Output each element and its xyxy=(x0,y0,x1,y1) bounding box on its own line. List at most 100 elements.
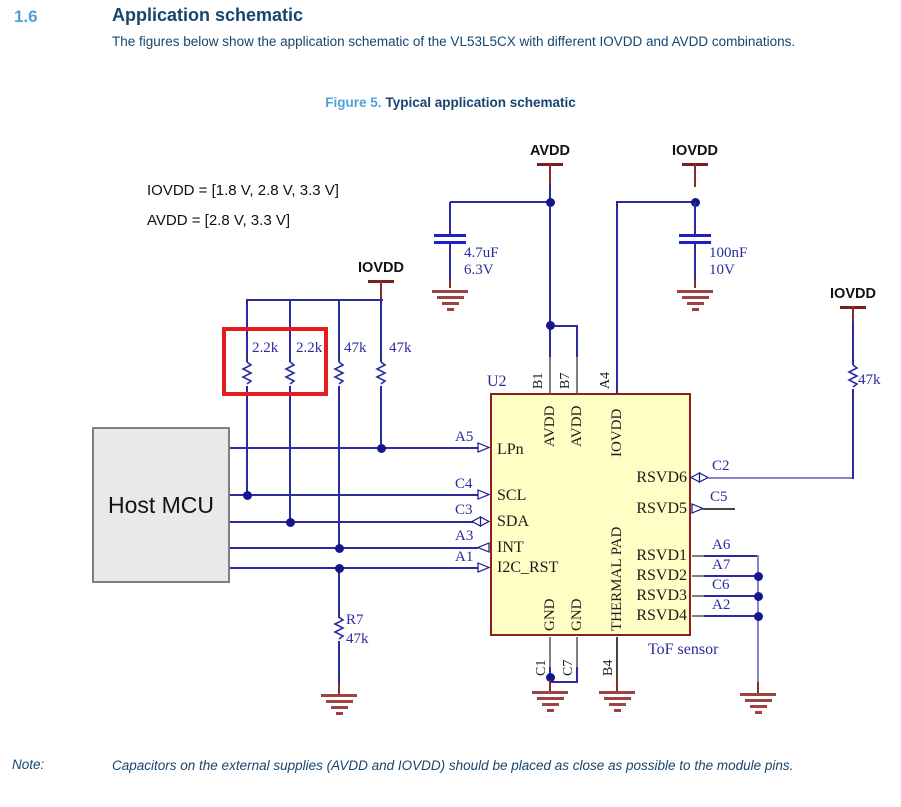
wire xyxy=(694,202,696,234)
wire xyxy=(338,568,340,618)
resistor-zigzag xyxy=(375,361,387,385)
pin-name-rsvd3: RSVD3 xyxy=(636,587,687,604)
resistor-zigzag xyxy=(241,361,253,385)
wire xyxy=(380,280,382,301)
pin-stub xyxy=(576,357,578,393)
pin-designator: B4 xyxy=(601,659,616,676)
wire xyxy=(694,244,696,284)
junction-dot xyxy=(754,592,763,601)
ground-symbol xyxy=(319,694,359,718)
pin-name-rsvd4: RSVD4 xyxy=(636,607,687,624)
pin-designator: A3 xyxy=(455,528,474,544)
pin-name-avdd-b1: AVDD xyxy=(542,405,558,447)
arrow-in-icon xyxy=(477,442,491,453)
pin-name-thermal-pad: THERMAL PAD xyxy=(609,526,625,631)
figure-label: Figure 5. xyxy=(325,95,382,110)
figure-title: Typical application schematic xyxy=(385,95,576,110)
junction-dot xyxy=(335,544,344,553)
resistor-value: 47k xyxy=(389,340,412,356)
ground-symbol xyxy=(530,691,570,715)
resistor-value: 47k xyxy=(858,372,881,388)
section-number: 1.6 xyxy=(14,7,38,26)
wire xyxy=(616,201,618,393)
wire-int xyxy=(230,547,478,549)
pin-name-avdd-b7: AVDD xyxy=(569,405,585,447)
capacitor-plate xyxy=(434,234,466,237)
pin-name-gnd-c1: GND xyxy=(542,598,558,632)
wire xyxy=(852,322,854,365)
ground-symbol xyxy=(430,290,470,314)
resistor-zigzag xyxy=(333,616,345,640)
pin-name-rsvd5: RSVD5 xyxy=(636,500,687,517)
pin-name-lpn: LPn xyxy=(497,441,524,458)
wire-sda xyxy=(230,521,473,523)
wire-scl xyxy=(230,494,478,496)
sensor-chip-body xyxy=(490,393,691,636)
resistor-zigzag xyxy=(284,361,296,385)
wire xyxy=(549,163,551,187)
wire-rsvd1 xyxy=(704,555,759,557)
junction-dot xyxy=(286,518,295,527)
pin-designator: C3 xyxy=(455,502,473,518)
wire xyxy=(246,386,248,496)
resistor-value: 2.2k xyxy=(296,340,323,356)
pin-stub xyxy=(616,637,618,679)
pin-designator: A2 xyxy=(712,597,731,613)
pin-designator: C6 xyxy=(712,577,730,593)
resistor-zigzag xyxy=(333,361,345,385)
junction-dot xyxy=(546,198,555,207)
pin-designator: A4 xyxy=(598,371,613,389)
wire xyxy=(576,325,578,358)
capacitor-value: 100nF xyxy=(709,245,748,261)
arrow-in-icon xyxy=(477,562,491,573)
capacitor-plate xyxy=(679,234,711,237)
pin-name-i2c-rst: I2C_RST xyxy=(497,559,559,576)
wire xyxy=(380,386,382,449)
pin-designator: C2 xyxy=(712,458,730,474)
note-label: Note: xyxy=(12,757,45,772)
wire xyxy=(450,201,551,203)
pin-designator: C7 xyxy=(561,659,576,676)
wire xyxy=(852,306,854,324)
wire xyxy=(549,325,578,327)
resistor-value: 2.2k xyxy=(252,340,279,356)
pin-name-iovdd-a4: IOVDD xyxy=(609,408,625,457)
wire xyxy=(549,667,551,677)
resistor-refdes: R7 xyxy=(346,612,364,628)
wire xyxy=(338,386,340,549)
wire xyxy=(576,667,578,683)
pin-name-sda: SDA xyxy=(497,513,530,530)
wire-lpn xyxy=(230,447,478,449)
pin-designator: C4 xyxy=(455,476,473,492)
note-text: Capacitors on the external supplies (AVD… xyxy=(112,758,794,773)
pin-designator: A1 xyxy=(455,549,474,565)
wire xyxy=(338,299,340,362)
pin-stub xyxy=(692,595,704,597)
capacitor-plate xyxy=(679,241,711,244)
junction-dot xyxy=(546,321,555,330)
pin-stub xyxy=(576,637,578,669)
pin-name-rsvd1: RSVD1 xyxy=(636,547,687,564)
pin-stub xyxy=(549,637,551,669)
wire-rsvd3 xyxy=(704,595,759,597)
junction-dot xyxy=(754,612,763,621)
wire xyxy=(289,386,291,523)
iovdd-top-net-label: IOVDD xyxy=(672,143,718,159)
junction-dot xyxy=(754,572,763,581)
pin-stub xyxy=(549,357,551,393)
wire-rsvd6 xyxy=(708,477,854,479)
wire xyxy=(694,163,696,187)
wire xyxy=(694,280,696,288)
pin-stub xyxy=(692,555,704,557)
ground-symbol xyxy=(675,290,715,314)
wire xyxy=(616,677,618,691)
junction-dot xyxy=(243,491,252,500)
host-mcu-label: Host MCU xyxy=(107,491,215,518)
pin-designator: A6 xyxy=(712,537,731,553)
wire-rsvd5-stub xyxy=(703,508,735,510)
wire xyxy=(449,244,451,284)
chip-type-label: ToF sensor xyxy=(648,641,719,658)
resistor-value: 47k xyxy=(344,340,367,356)
chip-refdes: U2 xyxy=(487,373,507,390)
wire xyxy=(757,682,759,693)
